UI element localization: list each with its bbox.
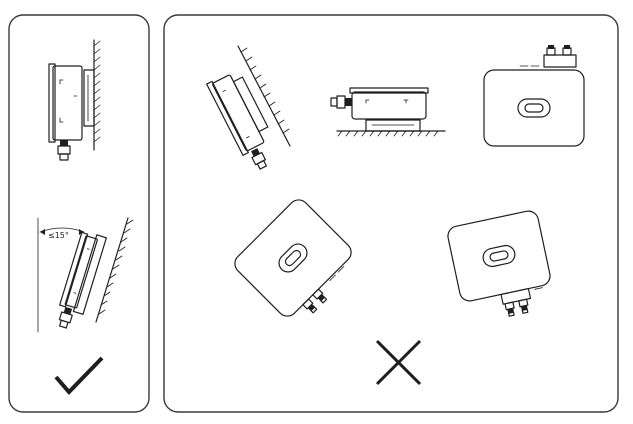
inverter-horizontal-on-ground-icon	[330, 87, 446, 137]
check-mark-icon	[54, 356, 104, 395]
cross-mark-icon	[375, 339, 422, 386]
inverter-rotated-right-icon	[447, 210, 551, 318]
incorrect-orientation-panel	[163, 14, 619, 413]
inverter-rotated-left-icon	[234, 199, 352, 317]
correct-orientation-panel: ≤15°	[8, 14, 150, 413]
inverter-upside-down-icon	[483, 45, 585, 147]
inverter-vertical-wall-mount-icon	[48, 39, 101, 161]
inverter-tilted-back-wall-mount-icon: ≤15°	[37, 217, 134, 333]
inverter-tilted-forward-wall-mount-icon	[206, 45, 291, 170]
tilt-angle-label: ≤15°	[48, 231, 69, 240]
